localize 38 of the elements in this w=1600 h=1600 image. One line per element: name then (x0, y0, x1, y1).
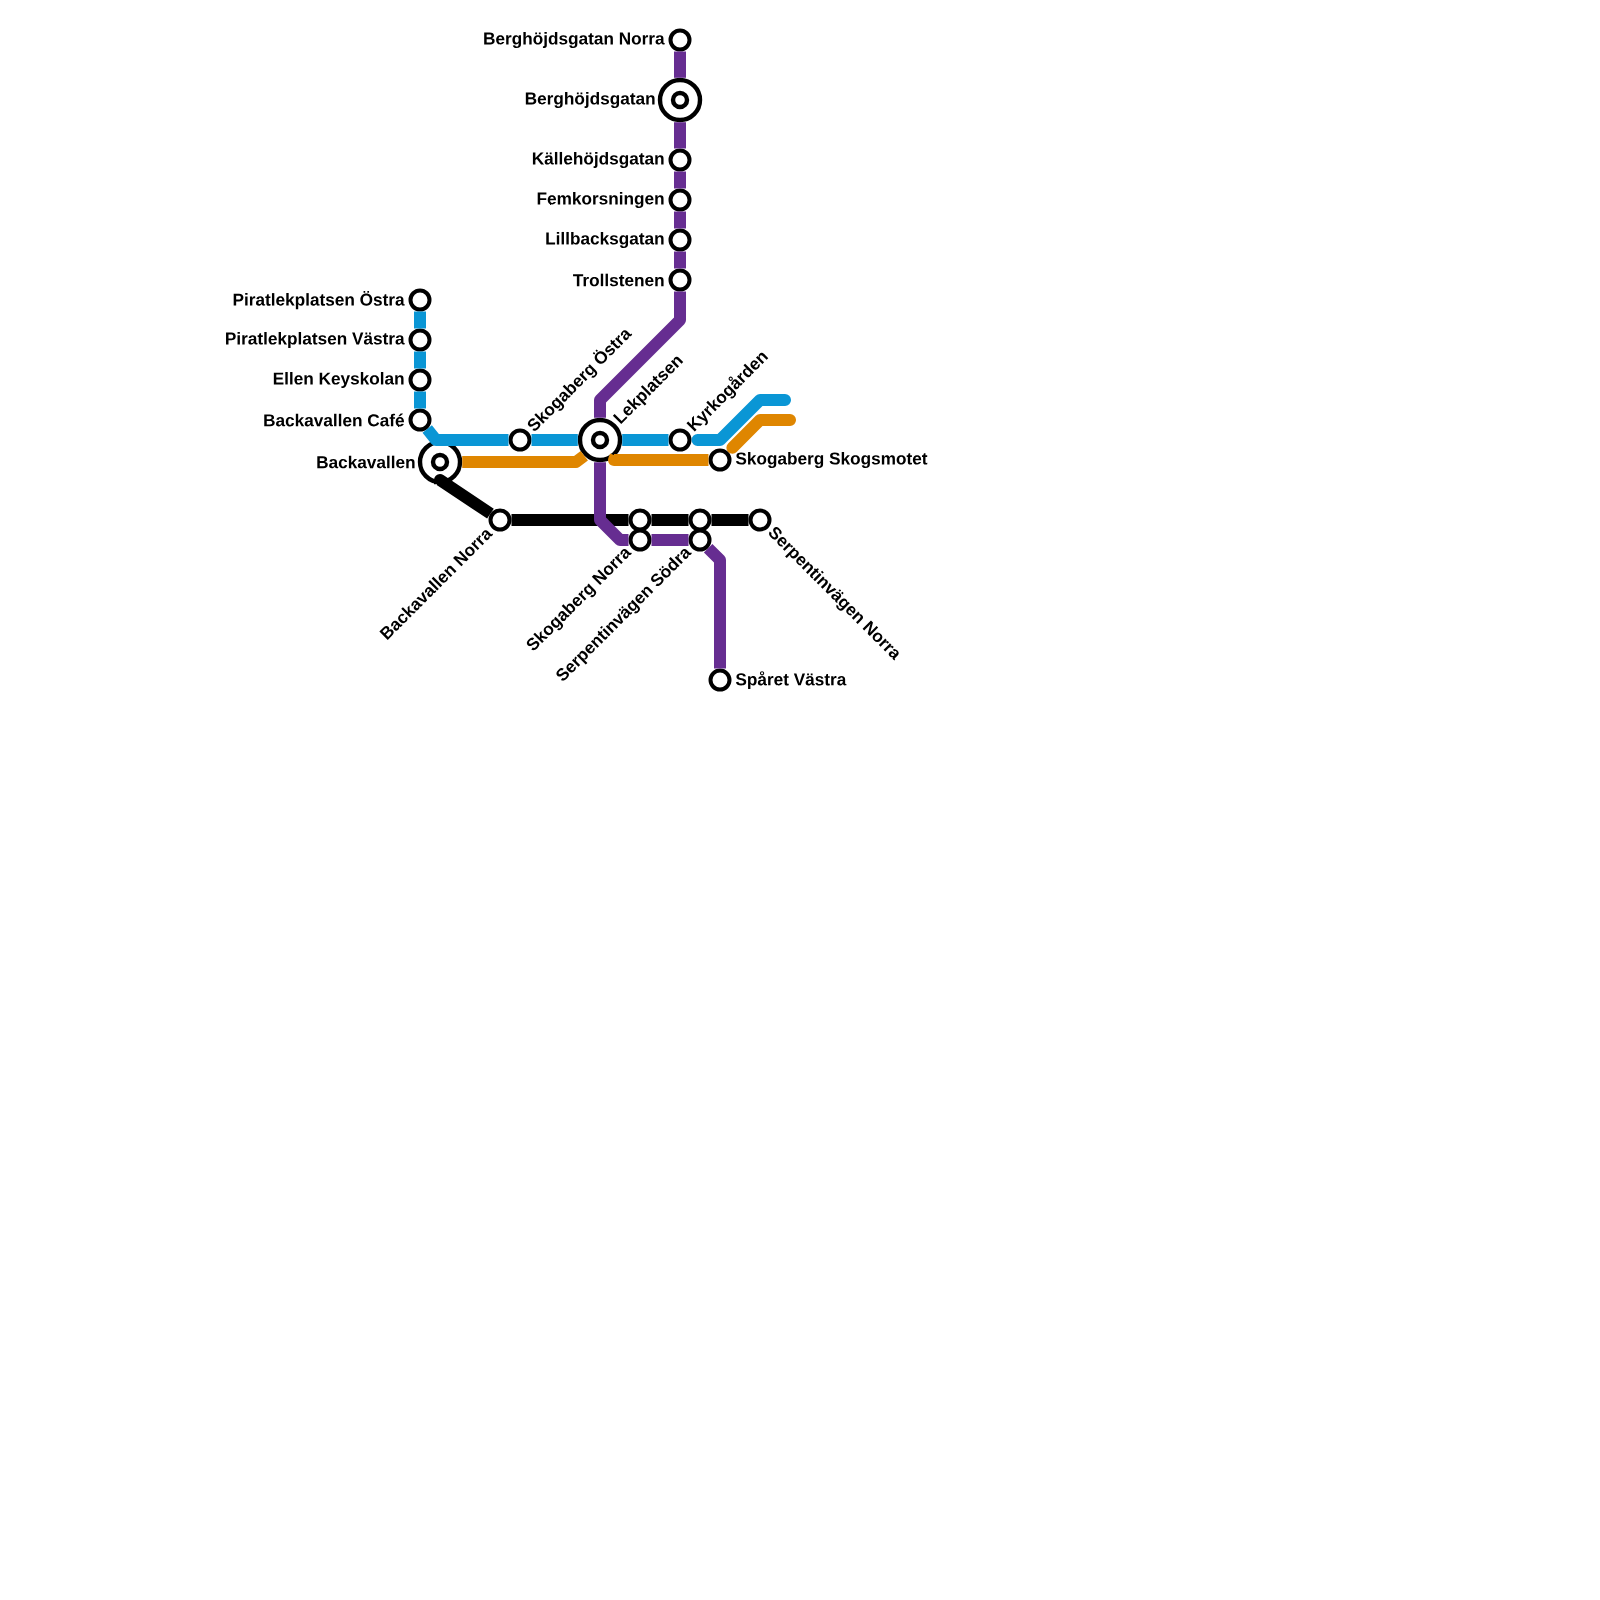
route-line (674, 251, 686, 269)
station-label: Backavallen (317, 455, 415, 469)
route-line (422, 425, 509, 446)
station-label: Trollstenen (573, 273, 664, 287)
station-label: Berghöjdsgatan (525, 91, 655, 109)
station-label: Ellen Keyskolan (273, 372, 404, 389)
route-line (608, 453, 709, 466)
station-label: Skogaberg Skogsmotet (735, 451, 928, 469)
station-label: Femkorsningen (537, 191, 664, 209)
station-label: Spåret Västra (735, 671, 847, 689)
station-label: Piratlekplatsen Västra (226, 332, 405, 349)
route-line (703, 543, 726, 669)
station-dot (688, 508, 712, 532)
route-line (511, 514, 629, 526)
route-line (674, 211, 686, 229)
route-line (674, 122, 686, 149)
station-label: Källehöjdsgatan (532, 151, 664, 169)
route-line (594, 291, 686, 418)
station-label: Berghöjdsgatan Norra (484, 31, 665, 49)
route-line (674, 51, 686, 78)
route-line (414, 351, 426, 369)
route-line (711, 514, 749, 526)
route-line (414, 391, 426, 409)
station-dot (628, 508, 652, 532)
route-line (651, 514, 689, 526)
route-line (462, 450, 588, 468)
route-line (594, 462, 629, 546)
station-label: Lillbacksgatan (546, 231, 664, 249)
route-line (414, 311, 426, 329)
station-label: Backavallen Café (264, 413, 404, 427)
route-line (651, 534, 689, 546)
station-label: Piratlekplatsen Östra (233, 290, 405, 310)
route-line (531, 434, 578, 446)
route-line (726, 414, 796, 454)
route-line (691, 394, 791, 446)
route-line (674, 171, 686, 189)
route-line (434, 474, 494, 519)
route-line (622, 434, 669, 446)
